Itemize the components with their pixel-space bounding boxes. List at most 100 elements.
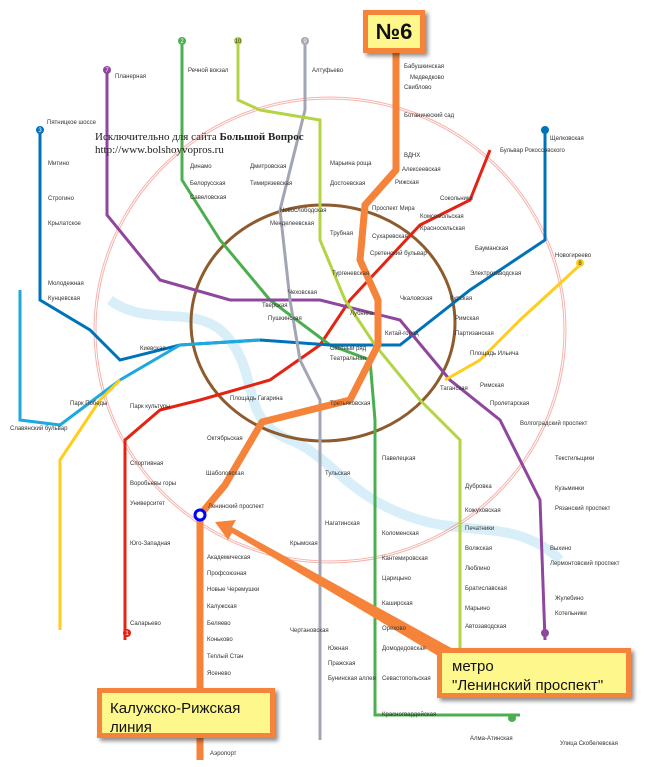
station-label[interactable]: Щелковская	[550, 136, 584, 142]
station-label[interactable]: Кожуховская	[465, 508, 501, 514]
station-label[interactable]: Каширская	[382, 601, 413, 607]
station-label[interactable]: Севастопольская	[382, 676, 431, 682]
station-label[interactable]: Парк культуры	[130, 404, 170, 410]
station-label[interactable]: Крымская	[290, 541, 318, 547]
station-label[interactable]: Киевская	[140, 346, 166, 352]
station-label[interactable]: Пушкинская	[268, 316, 302, 322]
station-label[interactable]: Сретенский бульвар	[370, 250, 427, 257]
station-label[interactable]: Лермонтовский проспект	[550, 560, 620, 567]
station-label[interactable]: Театральная	[330, 356, 366, 362]
station-label[interactable]: Бульвар Рокоссовского	[500, 148, 565, 154]
station-label[interactable]: Парк Победы	[70, 401, 107, 407]
station-label[interactable]: Дмитровская	[250, 164, 286, 170]
station-label[interactable]: Партизанская	[455, 331, 494, 337]
station-label[interactable]: Бунинская аллея	[328, 676, 376, 682]
line-8-yellow	[444, 263, 582, 382]
station-label[interactable]: Марьина роща	[330, 161, 372, 167]
station-label[interactable]: Университет	[130, 501, 165, 507]
station-label[interactable]: Менделеевская	[270, 221, 314, 227]
station-label[interactable]: Площадь Ильича	[470, 351, 519, 357]
station-label[interactable]: Таганская	[440, 386, 468, 392]
station-label[interactable]: Пятницкое шоссе	[47, 120, 97, 126]
line-badges: 1 2 3 7 8 9 10	[36, 37, 584, 722]
station-label[interactable]: Улица Скобелевская	[560, 741, 618, 747]
station-label[interactable]: Митино	[48, 161, 70, 167]
station-label[interactable]: Братиславская	[465, 586, 507, 592]
station-label[interactable]: Тверская	[262, 303, 288, 309]
station-label[interactable]: Кунцевская	[48, 296, 80, 302]
station-label[interactable]: Южная	[328, 646, 348, 652]
station-label[interactable]: Волжская	[465, 546, 492, 552]
station-label-leninsky-prospekt[interactable]: Ленинский проспект	[208, 503, 264, 510]
station-label[interactable]: Рязанский проспект	[555, 505, 611, 512]
station-label[interactable]: Кантемировская	[382, 556, 428, 562]
station-label[interactable]: Курская	[450, 296, 472, 302]
station-label[interactable]: Речной вокзал	[188, 67, 229, 74]
line-6-orange[interactable]	[196, 45, 400, 760]
station-label[interactable]: Нагатинская	[325, 521, 360, 527]
station-label[interactable]: Савеловская	[190, 195, 226, 201]
station-label[interactable]: Аэропорт	[210, 751, 237, 757]
station-label[interactable]: Белорусская	[190, 181, 226, 187]
station-label[interactable]: Молодежная	[48, 281, 84, 287]
station-label[interactable]: Печатники	[465, 526, 494, 532]
station-label[interactable]: Тульская	[325, 471, 350, 477]
station-label[interactable]: Дубровка	[465, 484, 492, 490]
station-label[interactable]: Марьино	[465, 606, 491, 612]
station-label[interactable]: Чкаловская	[400, 296, 432, 302]
station-label[interactable]: Медведково	[410, 75, 445, 81]
station-label[interactable]: Пролетарская	[490, 401, 529, 407]
station-label[interactable]: Царицыно	[382, 576, 412, 582]
station-label[interactable]: Пражская	[328, 661, 355, 667]
station-label[interactable]: Волгоградский проспект	[520, 420, 588, 427]
line-9-grey	[278, 45, 322, 740]
station-label[interactable]: Воробьевы горы	[130, 481, 176, 487]
station-label[interactable]: Римская	[455, 316, 479, 322]
station-label[interactable]: Тимирязевская	[250, 181, 292, 187]
station-label[interactable]: Строгино	[48, 196, 75, 202]
station-label[interactable]: Алма-Атинская	[470, 736, 513, 742]
station-label[interactable]: Сокольники	[440, 196, 473, 202]
station-label[interactable]: Комсомольская	[420, 214, 464, 220]
station-label[interactable]: Чеховская	[288, 290, 317, 296]
station-label[interactable]: Электрозаводская	[470, 271, 521, 277]
station-label[interactable]: Славянский бульвар	[10, 425, 68, 432]
station-label[interactable]: Планерная	[115, 74, 146, 80]
svg-text:Бабушкинская: Бабушкинская	[404, 64, 444, 70]
station-label[interactable]: Достоевская	[330, 181, 365, 187]
station-label[interactable]: Выхино	[550, 546, 572, 552]
line-number-text: №6	[375, 18, 413, 44]
station-label[interactable]: Динамо	[190, 164, 212, 170]
station-label[interactable]: Саларьево	[130, 621, 161, 627]
station-label[interactable]: Кузьминки	[555, 486, 584, 492]
station-label[interactable]: Автозаводская	[465, 624, 506, 630]
station-label[interactable]: Орехово	[382, 626, 407, 632]
svg-text:Третьяковская: Третьяковская	[330, 401, 370, 407]
station-label[interactable]: Алтуфьево	[312, 68, 344, 74]
station-label[interactable]: Жулебино	[555, 596, 584, 602]
station-label[interactable]: Юго-Западная	[130, 541, 170, 547]
station-label[interactable]: Красносельская	[420, 226, 465, 232]
station-label[interactable]: Котельники	[555, 611, 587, 617]
line-5-circle	[189, 203, 457, 443]
station-label[interactable]: Новогиреево	[555, 253, 592, 259]
station-label[interactable]: Охотный ряд	[330, 345, 367, 352]
station-label[interactable]: Павелецкая	[382, 456, 416, 462]
station-label[interactable]: Лубянка	[350, 311, 374, 317]
station-marker-leninsky-prospekt[interactable]	[193, 508, 207, 522]
station-label[interactable]: Новослободская	[280, 208, 327, 214]
station-label[interactable]: Люблино	[465, 566, 491, 572]
station-label[interactable]: Текстильщики	[555, 456, 594, 462]
station-label[interactable]: Спортивная	[130, 461, 163, 467]
station-label[interactable]: Домодедовская	[382, 646, 426, 652]
station-label[interactable]: Коломенская	[382, 531, 419, 537]
svg-text:2: 2	[180, 39, 184, 45]
station-label[interactable]: Чертановская	[290, 628, 329, 634]
station-label[interactable]: Римская	[480, 383, 504, 389]
svg-text:Октябрьская: Октябрьская	[207, 436, 243, 442]
station-label[interactable]: Красногвардейская	[382, 711, 436, 718]
station-label[interactable]: Бауманская	[475, 246, 508, 252]
station-label[interactable]: Трубная	[330, 231, 353, 237]
station-label[interactable]: Площадь Гагарина	[230, 396, 283, 402]
station-label[interactable]: Крылатское	[48, 221, 82, 227]
